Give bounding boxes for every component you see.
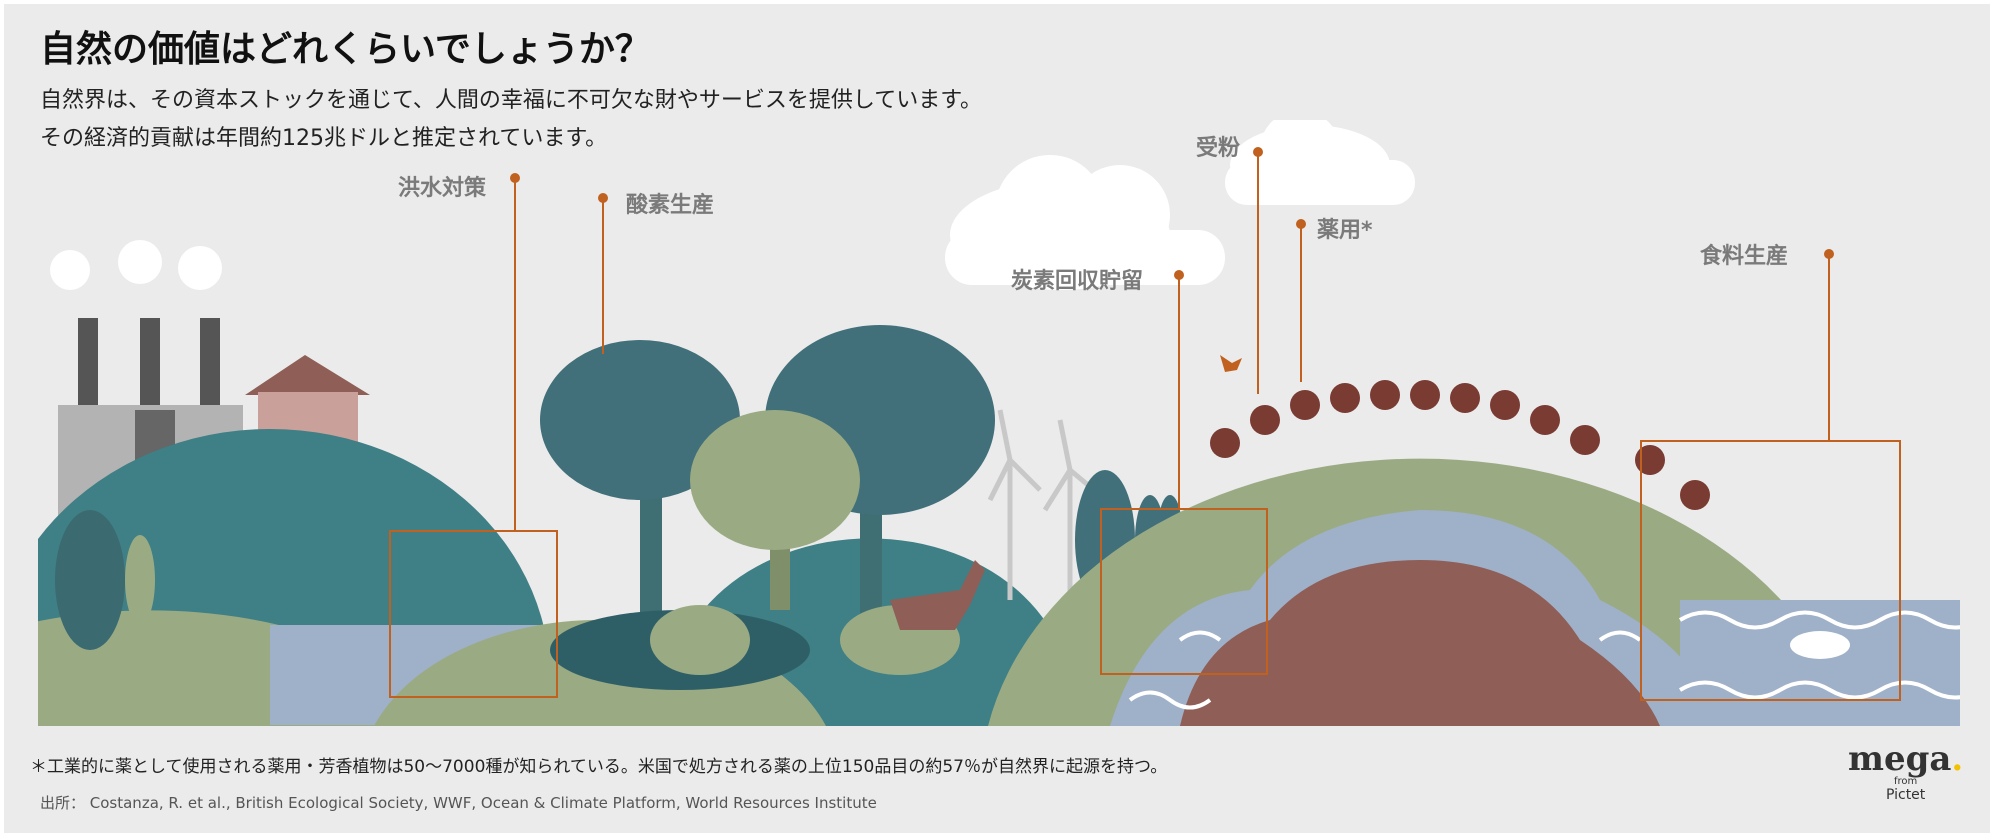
trees xyxy=(55,325,1182,690)
sunflowers xyxy=(1210,380,1710,510)
label-oxygen-production: 酸素生産 xyxy=(626,193,715,218)
deer xyxy=(890,560,985,630)
callout-dots xyxy=(510,147,1834,280)
logo-from: from xyxy=(1893,776,1918,787)
callout-box-flood xyxy=(389,530,558,698)
label-carbon-capture: 炭素回収貯留 xyxy=(1011,269,1144,294)
cloud xyxy=(50,120,1415,290)
source-citation: 出所： Costanza, R. et al., British Ecologi… xyxy=(40,794,877,812)
logo-name: mega xyxy=(1848,739,1952,779)
wind-turbines xyxy=(987,409,1102,600)
label-food-production: 食料生産 xyxy=(1700,244,1789,269)
callout-box-carbon xyxy=(1100,508,1268,675)
label-pollination: 受粉 xyxy=(1196,136,1241,161)
mega-logo: mega. from Pictet xyxy=(1848,742,1963,803)
sea xyxy=(1680,600,1960,726)
logo-dot: . xyxy=(1951,739,1964,779)
soil-layer xyxy=(1180,560,1660,726)
label-flood-control: 洪水対策 xyxy=(398,176,487,201)
logo-brand: Pictet xyxy=(1885,787,1926,803)
waves xyxy=(1128,630,1642,710)
bird-icon xyxy=(1220,355,1242,372)
fish-icon xyxy=(1790,631,1850,659)
subtitle-line-1: 自然界は、その資本ストックを通じて、人間の幸福に不可欠な財やサービスを提供してい… xyxy=(40,88,983,113)
sea-waves xyxy=(1678,610,1960,700)
label-medicine: 薬用* xyxy=(1317,218,1373,243)
callout-box-food xyxy=(1640,440,1901,701)
footnote: ＊工業的に薬として使用される薬用・芳香植物は50～7000種が知られている。米国… xyxy=(30,757,1168,777)
subtitle-line-2: その経済的貢献は年間約125兆ドルと推定されています。 xyxy=(40,126,608,151)
page-title: 自然の価値はどれくらいでしょうか？ xyxy=(40,29,651,70)
